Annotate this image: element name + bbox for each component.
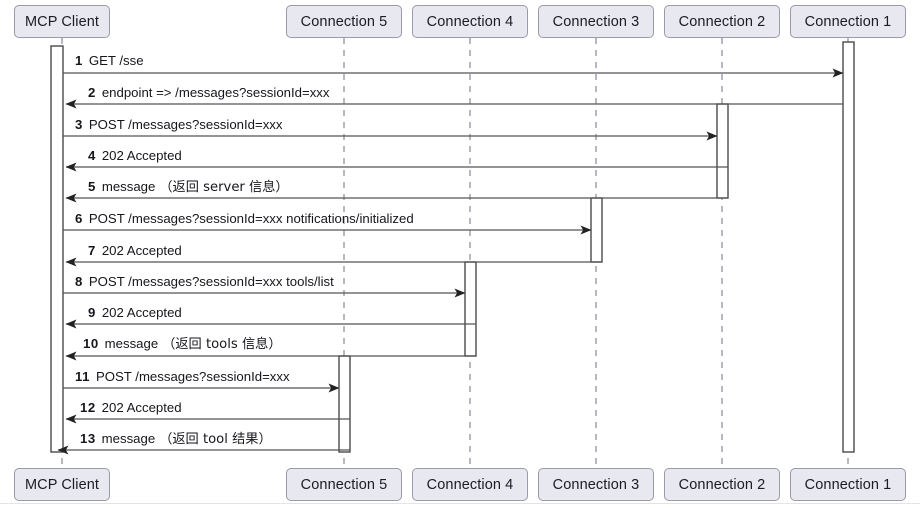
participant-label: Connection 5: [300, 13, 388, 30]
message-sequence-number: 4: [88, 148, 96, 163]
message-label-4: 4 202 Accepted: [88, 149, 182, 162]
message-text: POST /messages?sessionId=xxx notificatio…: [88, 211, 414, 226]
participant-label: Connection 3: [552, 476, 640, 493]
participant-header-conn5[interactable]: Connection 5: [286, 5, 402, 38]
participant-footer-conn5[interactable]: Connection 5: [286, 468, 402, 501]
message-arrows-group: [57, 68, 844, 455]
message-text-cjk: （返回 tools 信息）: [162, 337, 282, 352]
message-sequence-number: 5: [88, 179, 96, 194]
participant-label: MCP Client: [24, 476, 100, 493]
participant-label: Connection 2: [678, 476, 766, 493]
message-label-7: 7 202 Accepted: [88, 244, 182, 257]
participant-footer-conn4[interactable]: Connection 4: [412, 468, 528, 501]
message-label-5: 5 message（返回 server 信息）: [88, 180, 289, 194]
message-label-10: 10 message（返回 tools 信息）: [83, 337, 282, 351]
message-text: GET /sse: [88, 53, 144, 68]
message-label-8: 8 POST /messages?sessionId=xxx tools/list: [75, 275, 334, 288]
message-sequence-number: 7: [88, 243, 96, 258]
message-sequence-number: 2: [88, 85, 96, 100]
participant-label: Connection 2: [678, 13, 766, 30]
participant-footer-conn1[interactable]: Connection 1: [790, 468, 906, 501]
message-sequence-number: 10: [83, 336, 99, 351]
participant-header-conn2[interactable]: Connection 2: [664, 5, 780, 38]
message-label-11: 11 POST /messages?sessionId=xxx: [75, 370, 290, 383]
message-label-1: 1 GET /sse: [75, 54, 144, 67]
activation-bar-conn5: [338, 355, 351, 453]
message-label-6: 6 POST /messages?sessionId=xxx notificati…: [75, 212, 414, 225]
participant-label: Connection 1: [804, 13, 892, 30]
message-text: POST /messages?sessionId=xxx tools/list: [88, 274, 334, 289]
message-sequence-number: 13: [80, 431, 96, 446]
message-text: message: [101, 179, 156, 194]
participant-label: MCP Client: [24, 13, 100, 30]
participant-label: Connection 1: [804, 476, 892, 493]
message-text: message: [101, 431, 156, 446]
message-text: POST /messages?sessionId=xxx: [88, 117, 283, 132]
message-sequence-number: 6: [75, 211, 83, 226]
message-text: endpoint => /messages?sessionId=xxx: [101, 85, 330, 100]
message-sequence-number: 3: [75, 117, 83, 132]
message-label-12: 12 202 Accepted: [80, 401, 182, 414]
participant-footer-conn3[interactable]: Connection 3: [538, 468, 654, 501]
message-sequence-number: 1: [75, 53, 83, 68]
participant-header-client[interactable]: MCP Client: [14, 5, 110, 38]
activation-bar-conn4: [464, 261, 477, 357]
message-text: message: [104, 336, 159, 351]
participant-footer-client[interactable]: MCP Client: [14, 468, 110, 501]
message-label-2: 2 endpoint => /messages?sessionId=xxx: [88, 86, 329, 99]
message-sequence-number: 12: [80, 400, 96, 415]
activation-bar-conn3: [590, 197, 603, 263]
message-text-cjk: （返回 tool 结果）: [159, 432, 272, 447]
participant-label: Connection 3: [552, 13, 640, 30]
message-label-9: 9 202 Accepted: [88, 306, 182, 319]
participant-header-conn1[interactable]: Connection 1: [790, 5, 906, 38]
message-sequence-number: 9: [88, 305, 96, 320]
message-text: 202 Accepted: [101, 305, 182, 320]
participant-label: Connection 5: [300, 476, 388, 493]
message-text: 202 Accepted: [101, 148, 182, 163]
message-text-cjk: （返回 server 信息）: [159, 180, 289, 195]
message-text: POST /messages?sessionId=xxx: [95, 369, 290, 384]
message-text: 202 Accepted: [101, 400, 182, 415]
message-label-13: 13 message（返回 tool 结果）: [80, 432, 272, 446]
message-sequence-number: 11: [75, 369, 90, 384]
participant-header-conn4[interactable]: Connection 4: [412, 5, 528, 38]
message-label-3: 3 POST /messages?sessionId=xxx: [75, 118, 282, 131]
message-sequence-number: 8: [75, 274, 83, 289]
message-text: 202 Accepted: [101, 243, 182, 258]
participant-label: Connection 4: [426, 13, 514, 30]
bottom-divider: [0, 503, 920, 504]
activation-bar-conn2: [716, 103, 729, 199]
participant-label: Connection 4: [426, 476, 514, 493]
participant-header-conn3[interactable]: Connection 3: [538, 5, 654, 38]
activation-bar-conn1: [842, 41, 855, 453]
activation-bar-client: [50, 45, 64, 453]
participant-footer-conn2[interactable]: Connection 2: [664, 468, 780, 501]
activation-bars-group: [50, 41, 855, 453]
